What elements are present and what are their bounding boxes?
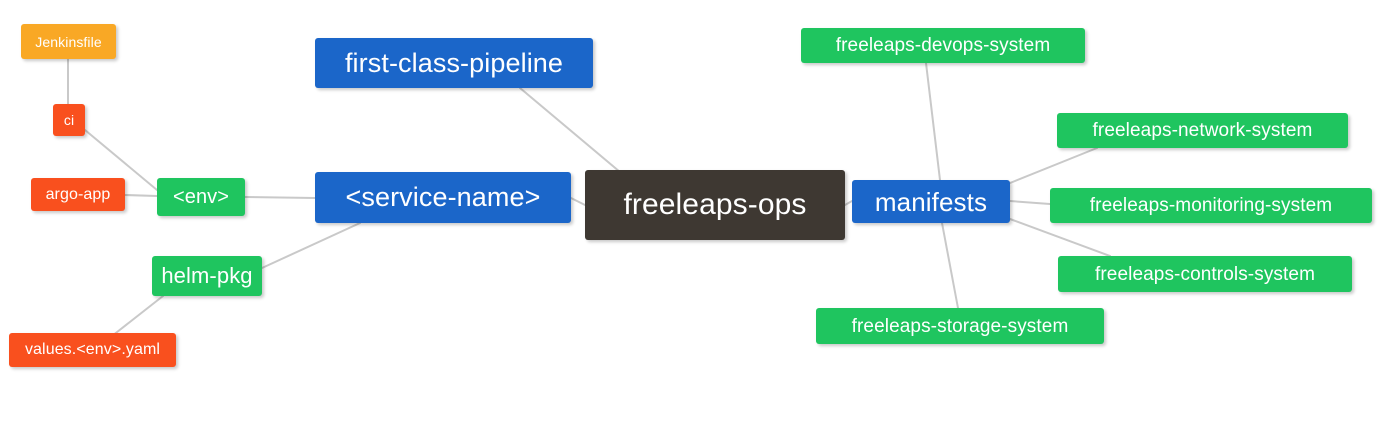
mindmap-node-network[interactable]: freeleaps-network-system: [1057, 113, 1348, 148]
edge-env-to-argo: [124, 194, 158, 197]
edge-manifests-to-controls: [1009, 218, 1111, 257]
edge-service-to-env: [244, 196, 316, 199]
mindmap-node-values[interactable]: values.<env>.yaml: [9, 333, 176, 367]
edge-helm-to-values: [111, 295, 164, 337]
edge-manifests-to-devops: [925, 62, 941, 181]
mindmap-node-jenkins[interactable]: Jenkinsfile: [21, 24, 116, 59]
mindmap-node-service[interactable]: <service-name>: [315, 172, 571, 223]
mindmap-node-devops[interactable]: freeleaps-devops-system: [801, 28, 1085, 63]
mindmap-node-controls[interactable]: freeleaps-controls-system: [1058, 256, 1352, 292]
mindmap-node-ci[interactable]: ci: [53, 104, 85, 136]
edge-manifests-to-storage: [941, 222, 959, 309]
mindmap-node-root[interactable]: freeleaps-ops: [585, 170, 845, 240]
edge-manifests-to-network: [1009, 147, 1098, 184]
edge-root-to-manifests: [844, 200, 853, 206]
edge-root-to-pipeline: [519, 87, 621, 173]
edge-root-to-service: [570, 197, 586, 206]
mindmap-node-storage[interactable]: freeleaps-storage-system: [816, 308, 1104, 344]
mindmap-node-argo[interactable]: argo-app: [31, 178, 125, 211]
mindmap-node-helm[interactable]: helm-pkg: [152, 256, 262, 296]
mindmap-node-manifests[interactable]: manifests: [852, 180, 1010, 223]
mindmap-node-env[interactable]: <env>: [157, 178, 245, 216]
mindmap-node-pipeline[interactable]: first-class-pipeline: [315, 38, 593, 88]
mindmap-node-monitoring[interactable]: freeleaps-monitoring-system: [1050, 188, 1372, 223]
edge-manifests-to-monitoring: [1009, 200, 1051, 205]
edge-service-to-helm: [261, 222, 361, 269]
